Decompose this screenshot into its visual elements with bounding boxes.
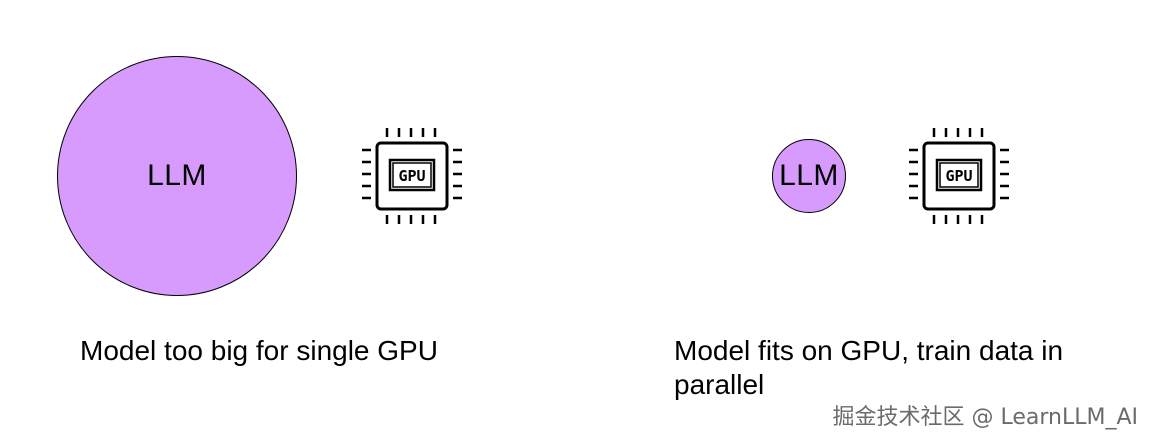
llm-circle-small: LLM	[772, 139, 846, 213]
llm-label: LLM	[779, 159, 839, 192]
gpu-label: GPU	[945, 167, 972, 185]
panel-data-parallel: LLM GPU Mode	[576, 0, 1152, 443]
llm-circle-large: LLM	[57, 56, 297, 296]
watermark: 掘金技术社区 @ LearnLLM_AI	[832, 405, 1138, 430]
llm-label: LLM	[147, 159, 207, 192]
caption-model-fits: Model fits on GPU, train data in paralle…	[674, 335, 1064, 400]
gpu-chip-icon: GPU	[362, 128, 462, 224]
caption-model-too-big: Model too big for single GPU	[80, 335, 438, 366]
panel-model-parallel: LLM	[57, 56, 462, 366]
gpu-label: GPU	[398, 167, 425, 185]
gpu-chip-icon: GPU	[909, 128, 1009, 224]
